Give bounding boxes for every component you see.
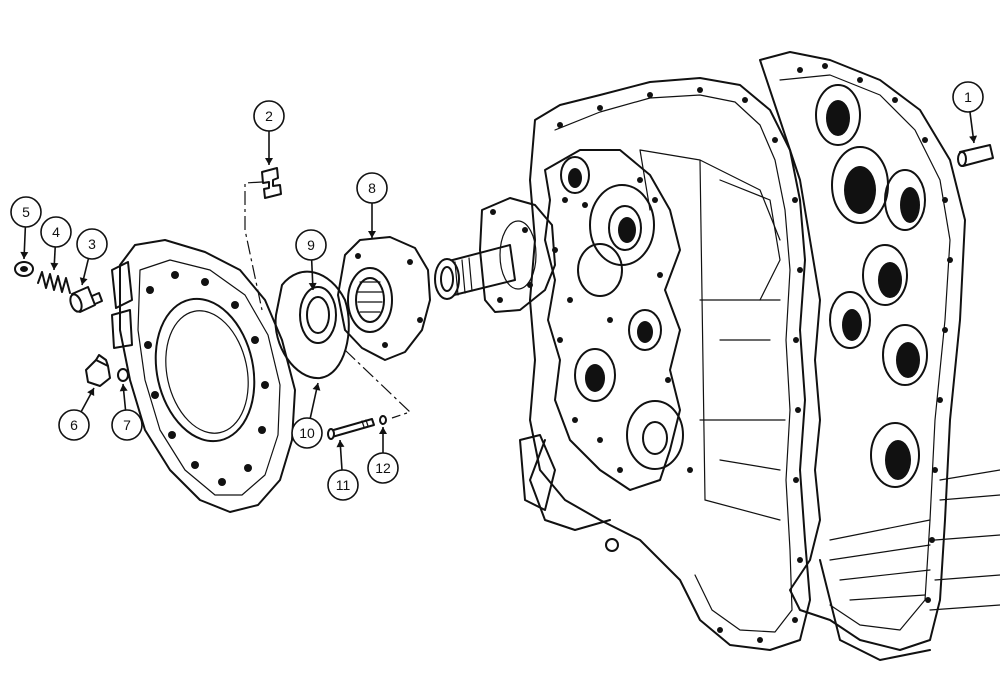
callout-arrowhead <box>336 440 345 448</box>
callout-9: 9 <box>295 229 327 291</box>
callout-arrowhead <box>969 135 978 143</box>
rear-housing-half <box>759 51 1000 661</box>
callout-6: 6 <box>58 387 95 441</box>
part-4-spring <box>37 271 71 294</box>
callout-number: 11 <box>336 477 351 493</box>
callout-8: 8 <box>356 172 388 238</box>
callout-number: 1 <box>964 89 972 105</box>
callout-arrowhead <box>20 251 29 259</box>
alignment-lines <box>244 181 412 419</box>
callout-1: 1 <box>952 81 984 144</box>
callout-circle <box>291 417 323 449</box>
callout-circle <box>952 81 984 113</box>
callout-circle <box>58 409 90 441</box>
part-1-dowel-pin <box>957 144 994 167</box>
callout-circle <box>356 172 388 204</box>
stator-shaft <box>434 197 556 313</box>
part-8-pump-body <box>337 236 431 361</box>
callout-number: 9 <box>307 237 315 253</box>
part-5-nut <box>14 261 34 277</box>
part-9-seal <box>299 286 337 344</box>
callout-circle <box>40 216 72 248</box>
part-3-plunger <box>69 286 103 313</box>
callout-10: 10 <box>291 382 323 449</box>
part-11-bolt <box>327 418 375 440</box>
callout-3: 3 <box>76 228 108 286</box>
part-12-o-ring <box>379 415 387 425</box>
callout-number: 4 <box>52 224 60 240</box>
callout-11: 11 <box>327 439 359 501</box>
pump-cover <box>111 239 296 513</box>
callout-number: 10 <box>299 425 315 441</box>
callout-circle <box>10 196 42 228</box>
callout-arrowhead <box>79 277 88 285</box>
callout-number: 3 <box>88 236 96 252</box>
callout-arrowhead <box>119 384 128 392</box>
callout-number: 6 <box>70 417 78 433</box>
callout-circle <box>295 229 327 261</box>
callout-circle <box>367 452 399 484</box>
callout-5: 5 <box>10 196 42 260</box>
part-7-washer <box>117 368 129 382</box>
callout-number: 5 <box>22 204 30 220</box>
callout-arrowhead <box>308 282 317 290</box>
callout-circle <box>76 228 108 260</box>
callout-circle <box>327 469 359 501</box>
callout-circle <box>253 100 285 132</box>
callout-arrowhead <box>379 427 387 434</box>
callout-number: 2 <box>265 108 273 124</box>
callout-arrowhead <box>368 231 376 238</box>
callout-arrowhead <box>87 388 95 397</box>
callout-2: 2 <box>253 100 285 165</box>
callout-number: 12 <box>375 460 391 476</box>
front-housing <box>519 77 811 651</box>
part-2-clip <box>261 167 282 199</box>
part-10-gasket <box>274 270 350 380</box>
callout-circle <box>111 409 143 441</box>
part-6-fitting <box>85 354 111 387</box>
callout-arrowhead <box>265 158 273 165</box>
callout-number: 8 <box>368 180 376 196</box>
callout-7: 7 <box>111 383 143 441</box>
callout-arrowhead <box>312 383 321 391</box>
callout-arrowhead <box>50 262 59 270</box>
callout-4: 4 <box>40 216 72 271</box>
callout-12: 12 <box>367 427 399 484</box>
callout-number: 7 <box>123 417 131 433</box>
